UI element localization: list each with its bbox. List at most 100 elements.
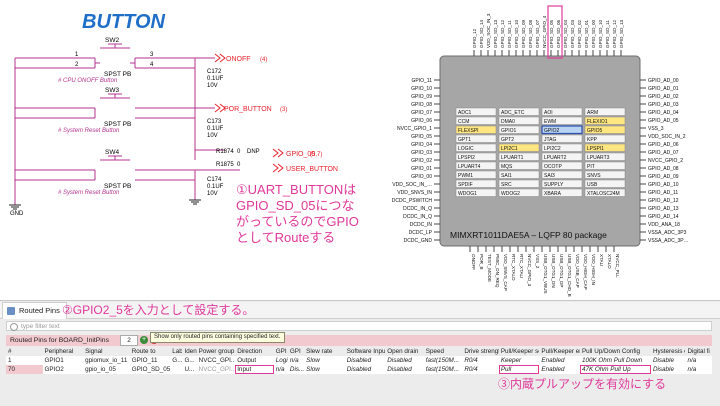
table-cell[interactable]: Output	[235, 356, 274, 365]
bottom-pin-label: VDD_USB_CAP	[575, 254, 580, 288]
peripheral-label: MQS	[501, 164, 513, 170]
table-cell[interactable]: 100K Ohm Pull Down	[579, 356, 651, 365]
peripheral-cell	[541, 143, 583, 152]
pane-tab-bar: Routed Pins	[0, 302, 720, 319]
peripheral-cell	[541, 134, 583, 143]
left-pin-label: DCDC_IN_Q	[403, 214, 432, 220]
column-header[interactable]: Pull Up/Down Config	[579, 347, 651, 356]
table-cell[interactable]: Pull	[498, 365, 540, 374]
left-pin-label: GPIO_01	[411, 166, 432, 172]
highlight-gpio-sd-05	[547, 5, 563, 59]
column-header[interactable]: Open drain	[385, 347, 424, 356]
peripheral-label: LPI2C1	[501, 146, 518, 152]
svg-text:GND: GND	[10, 211, 24, 217]
svg-text:# System Reset Button: # System Reset Button	[58, 128, 120, 134]
left-pin-label: GPIO_09	[411, 94, 432, 100]
column-header[interactable]: Power group	[196, 347, 236, 356]
bottom-pin-label: PMIC_ON_REQ	[495, 254, 500, 288]
column-header[interactable]: #	[6, 347, 43, 356]
right-pin-label: GPIO_AD_05	[648, 118, 679, 124]
top-pin-label: GPIO_SD_05	[549, 19, 554, 48]
column-header[interactable]: GPI	[273, 347, 288, 356]
column-header[interactable]: Direction	[235, 347, 274, 356]
filter-input[interactable]: type filter text	[6, 321, 712, 331]
table-cell: NVCC_GPI...	[196, 356, 236, 365]
peripheral-label: USB	[587, 182, 598, 188]
right-pin-label: GPIO_AD_04	[648, 110, 679, 116]
top-pin-label: GPIO_SD_12	[500, 19, 505, 48]
right-pin-label: GPIO_AD_08	[648, 166, 679, 172]
table-cell[interactable]: Input	[235, 365, 274, 374]
table-cell: R0/4	[462, 365, 499, 374]
column-header[interactable]: Hysteresis enabl	[650, 347, 686, 356]
right-pin-label: GPIO_AD_12	[648, 198, 679, 204]
column-header[interactable]: Drive strength	[462, 347, 499, 356]
svg-text:C174: C174	[207, 177, 222, 183]
peripheral-label: DMA0	[501, 119, 515, 125]
svg-text:10V: 10V	[207, 133, 218, 139]
column-header[interactable]: Pull/Keeper se	[498, 347, 540, 356]
right-pin-label: GPIO_AD_00	[648, 78, 679, 84]
peripheral-label: WDOG2	[501, 191, 520, 197]
annotation-1: ①UART_BUTTONは GPIO_SD_05につな がっているのでGPIO …	[236, 182, 359, 245]
svg-text:0: 0	[237, 149, 241, 155]
peripheral-cell	[498, 170, 540, 179]
left-pin-label: VDD_SOC_IN_…	[392, 182, 432, 188]
peripheral-cell	[455, 125, 497, 134]
pin-count-field[interactable]: 2	[120, 335, 138, 346]
column-header[interactable]: Identifier	[182, 347, 197, 356]
add-row-icon[interactable]: +	[140, 336, 148, 344]
table-cell[interactable]: 47K Ohm Pull Up	[579, 365, 651, 374]
table-cell: Slow	[304, 365, 345, 374]
peripheral-label: GPT1	[458, 137, 471, 143]
peripheral-label: JTAG	[544, 137, 557, 143]
peripheral-label: GPIO5	[587, 128, 603, 134]
left-pin-label: GPIO_06	[411, 118, 432, 124]
svg-text:0: 0	[237, 162, 241, 168]
column-header[interactable]: Signal	[83, 347, 130, 356]
peripheral-cell	[455, 143, 497, 152]
table-cell: fast(150M...	[423, 356, 463, 365]
search-icon	[10, 323, 18, 331]
package-label: MIMXRT1011DAE5A – LQFP 80 package	[450, 230, 607, 240]
column-header[interactable]: Label	[170, 347, 183, 356]
left-pin-label: GPIO_02	[411, 158, 432, 164]
svg-text:(4): (4)	[260, 57, 267, 63]
column-header[interactable]: GPI	[287, 347, 305, 356]
routed-pins-toolbar: Routed Pins for BOARD_InitPins 2 + ×	[6, 335, 712, 346]
left-pin-label: VDD_SNVS_IN	[397, 190, 432, 196]
svg-text:R1874: R1874	[216, 149, 234, 155]
bottom-pin-label: NVCC_PLL	[615, 254, 620, 278]
column-header[interactable]: Slew rate	[304, 347, 345, 356]
table-cell: Disabled	[385, 365, 424, 374]
tab-routed-pins[interactable]: Routed Pins	[2, 302, 67, 319]
peripheral-label: PWM1	[458, 173, 473, 179]
peripheral-label: GPIO1	[501, 128, 517, 134]
bottom-pin-label: TEST_MODE	[487, 254, 492, 282]
column-header[interactable]: Route to	[129, 347, 171, 356]
table-cell[interactable]: Keeper	[498, 356, 540, 365]
column-header[interactable]: Speed	[423, 347, 463, 356]
svg-text:(5,7): (5,7)	[310, 152, 322, 158]
column-header[interactable]: Software Input On	[344, 347, 386, 356]
table-cell: n/a	[685, 365, 712, 374]
column-header[interactable]: Peripheral	[42, 347, 84, 356]
left-pin-label: NVCC_GPIO_1	[397, 126, 432, 132]
left-pin-label: GPIO_04	[411, 142, 432, 148]
column-header[interactable]: Digital fi	[685, 347, 712, 356]
peripheral-label: WDOG1	[458, 191, 477, 197]
column-header[interactable]: Pull/Keeper en	[539, 347, 580, 356]
right-pin-label: GPIO_AD_02	[648, 94, 679, 100]
ground-icon	[9, 199, 201, 210]
sw2-ref: SW2	[105, 37, 119, 44]
peripheral-cell	[541, 161, 583, 170]
table-cell[interactable]: Enabled	[539, 365, 580, 374]
bottom-pin-label: NVCC_GPIO_3	[527, 254, 532, 287]
table-cell: Disable	[650, 365, 686, 374]
table-cell[interactable]: Enabled	[539, 356, 580, 365]
peripheral-label: ARM	[587, 110, 598, 116]
left-pin-label: DCDC_GND	[404, 238, 433, 244]
peripheral-label: LOGIC	[458, 146, 474, 152]
